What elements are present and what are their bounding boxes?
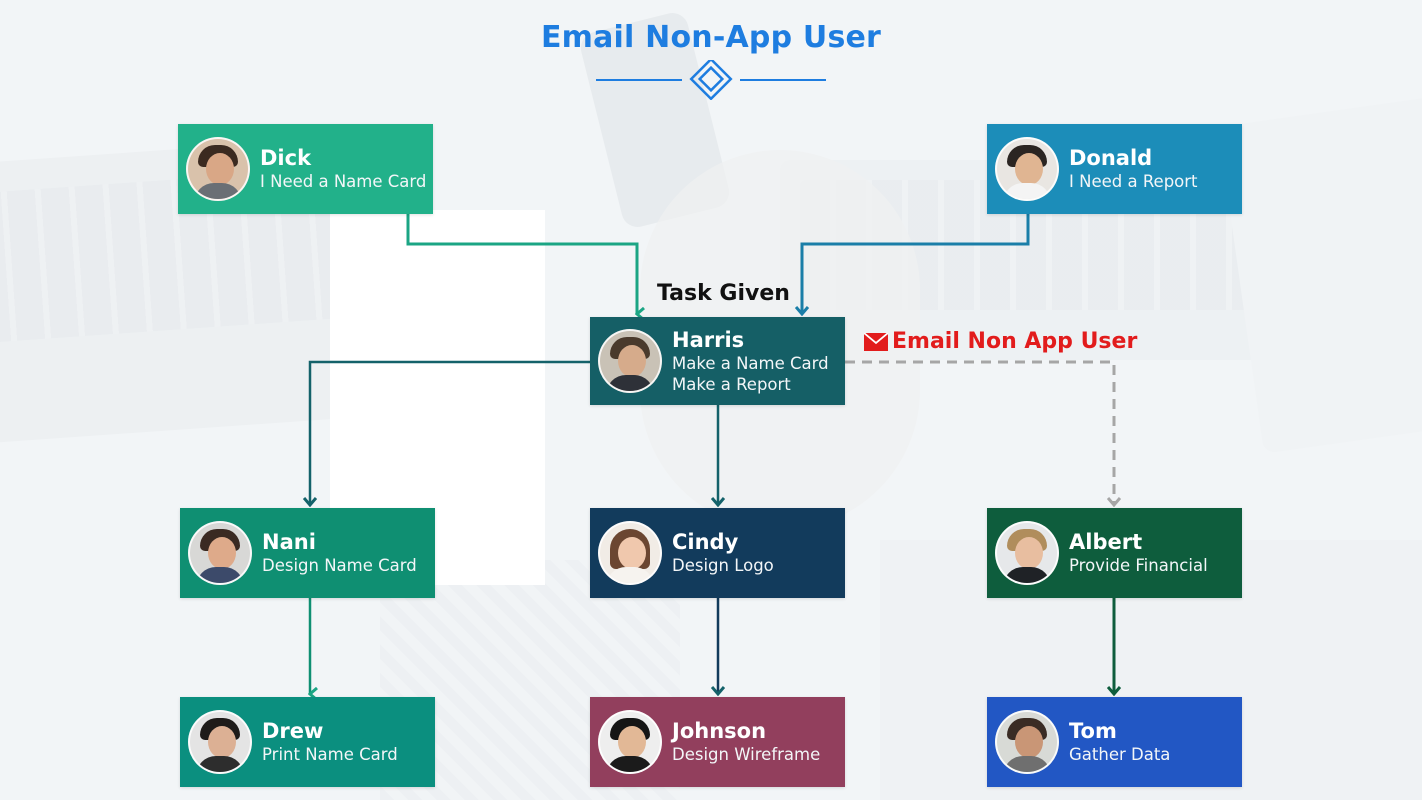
node-task-line: Design Wireframe [672, 745, 821, 764]
avatar-cindy [598, 521, 662, 585]
avatar-johnson [598, 710, 662, 774]
avatar-tom [995, 710, 1059, 774]
node-name: Harris [672, 327, 745, 352]
node-task-line: Make a Name Card [672, 353, 829, 373]
node-name: Donald [1069, 146, 1153, 170]
node-task-line: Make a Report [672, 374, 791, 394]
email-label-text: Email Non App User [892, 329, 1138, 354]
node-task-line: I Need a Name Card [260, 172, 427, 191]
node-card-drew[interactable]: Drew Print Name Card [180, 697, 435, 787]
email-non-app-user-label: Email Non App User [864, 329, 1137, 354]
node-card-johnson[interactable]: Johnson Design Wireframe [590, 697, 845, 787]
title-diamond-ornament [596, 60, 826, 100]
avatar-harris [598, 329, 662, 393]
avatar-donald [995, 137, 1059, 201]
node-task-line: Print Name Card [262, 745, 398, 764]
node-name: Dick [260, 146, 312, 170]
avatar-albert [995, 521, 1059, 585]
node-name: Nani [262, 530, 316, 554]
node-card-tom[interactable]: Tom Gather Data [987, 697, 1242, 787]
node-card-albert[interactable]: Albert Provide Financial [987, 508, 1242, 598]
avatar-nani [188, 521, 252, 585]
envelope-icon [864, 332, 888, 351]
node-name: Drew [262, 719, 324, 743]
node-card-cindy[interactable]: Cindy Design Logo [590, 508, 845, 598]
node-task-line: I Need a Report [1069, 172, 1198, 191]
avatar-drew [188, 710, 252, 774]
avatar-dick [186, 137, 250, 201]
node-card-nani[interactable]: Nani Design Name Card [180, 508, 435, 598]
node-card-harris[interactable]: Harris Make a Name Card Make a Report [590, 317, 845, 405]
node-task-line: Design Name Card [262, 556, 417, 575]
task-given-label: Task Given [657, 281, 790, 306]
node-task-line: Gather Data [1069, 745, 1171, 764]
node-task-line: Provide Financial [1069, 556, 1208, 575]
node-task-line: Design Logo [672, 556, 774, 575]
node-card-donald[interactable]: Donald I Need a Report [987, 124, 1242, 214]
diagram-title: Email Non-App User [540, 20, 882, 55]
node-name: Johnson [672, 719, 767, 743]
node-name: Albert [1069, 530, 1143, 554]
node-name: Tom [1069, 719, 1117, 743]
node-card-dick[interactable]: Dick I Need a Name Card [178, 124, 433, 214]
node-name: Cindy [672, 530, 739, 554]
